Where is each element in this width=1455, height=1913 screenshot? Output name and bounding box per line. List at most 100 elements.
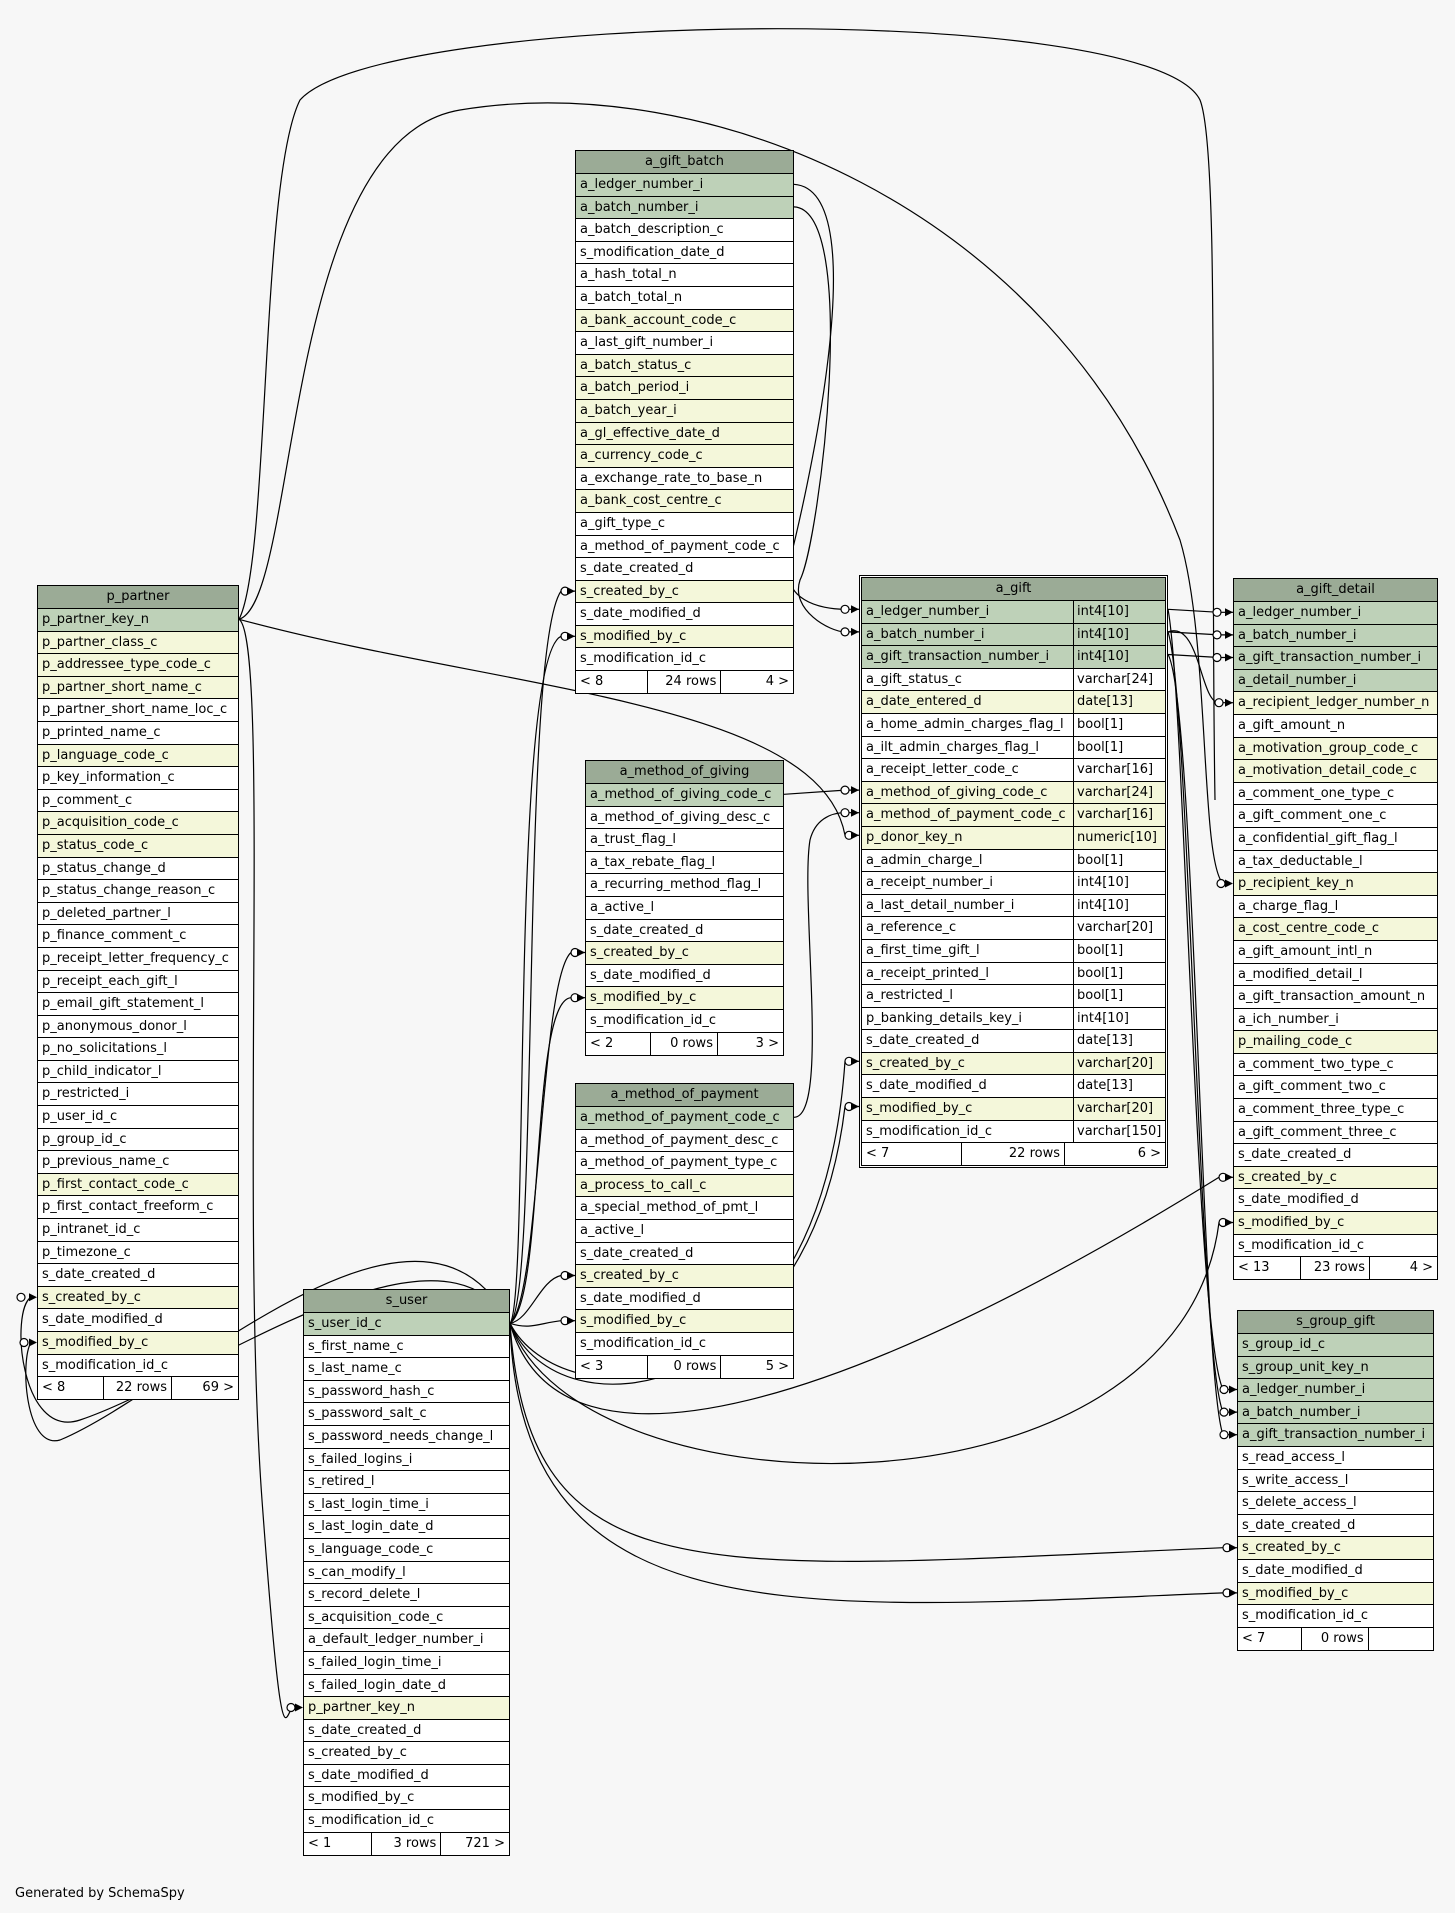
column-row[interactable]: a_method_of_payment_type_c — [576, 1152, 793, 1175]
column-row[interactable]: p_comment_c — [38, 790, 238, 813]
column-row[interactable]: s_date_modified_d — [304, 1765, 509, 1788]
column-row[interactable]: a_special_method_of_pmt_l — [576, 1197, 793, 1220]
column-row[interactable]: s_write_access_l — [1238, 1470, 1433, 1493]
column-row[interactable]: p_deleted_partner_l — [38, 903, 238, 926]
column-row[interactable]: p_intranet_id_c — [38, 1219, 238, 1242]
children-count[interactable]: 3 > — [755, 1035, 779, 1051]
column-row[interactable]: s_modified_by_c — [576, 1310, 793, 1333]
column-row[interactable]: p_group_id_c — [38, 1129, 238, 1152]
table-title[interactable]: s_user — [304, 1290, 509, 1313]
table-title[interactable]: a_gift — [862, 578, 1165, 601]
column-row[interactable]: s_last_login_time_i — [304, 1494, 509, 1517]
column-row[interactable]: s_read_access_l — [1238, 1447, 1433, 1470]
column-row[interactable]: s_modified_by_c — [1238, 1582, 1433, 1606]
parents-count[interactable]: < 13 — [1234, 1257, 1301, 1280]
column-row[interactable]: s_retired_l — [304, 1471, 509, 1494]
column-row[interactable]: p_first_contact_code_c — [38, 1173, 238, 1197]
column-row[interactable]: s_created_by_c — [1234, 1166, 1437, 1190]
column-row[interactable]: a_gift_comment_two_c — [1234, 1076, 1437, 1100]
column-row[interactable]: a_modified_detail_l — [1234, 964, 1437, 987]
column-row[interactable]: s_password_hash_c — [304, 1381, 509, 1404]
column-row[interactable]: p_status_change_reason_c — [38, 880, 238, 903]
row-count[interactable]: 23 rows — [1301, 1257, 1370, 1280]
parents-count[interactable]: < 8 — [38, 1377, 104, 1400]
row-count[interactable]: 22 rows — [962, 1143, 1065, 1166]
column-row[interactable]: s_created_by_c — [586, 942, 783, 965]
column-row[interactable]: a_exchange_rate_to_base_n — [576, 468, 793, 491]
column-row[interactable]: p_email_gift_statement_l — [38, 993, 238, 1016]
column-row[interactable]: s_date_created_d — [576, 1243, 793, 1266]
column-row[interactable]: s_can_modify_l — [304, 1562, 509, 1585]
column-row[interactable]: s_created_by_c — [1238, 1537, 1433, 1560]
column-row[interactable]: s_user_id_c — [304, 1313, 509, 1336]
column-row[interactable]: a_hash_total_n — [576, 264, 793, 287]
column-row[interactable]: p_previous_name_c — [38, 1151, 238, 1174]
column-row[interactable]: p_partner_short_name_loc_c — [38, 699, 238, 722]
column-row[interactable]: a_motivation_detail_code_c — [1234, 760, 1437, 783]
table-title[interactable]: a_gift_detail — [1234, 579, 1437, 602]
children-count[interactable]: 5 > — [765, 1358, 789, 1374]
column-row[interactable]: s_created_by_c — [576, 580, 793, 604]
column-row[interactable]: s_modification_id_c — [576, 1333, 793, 1356]
table-title[interactable]: a_gift_batch — [576, 151, 793, 174]
column-row[interactable]: s_date_modified_d — [576, 603, 793, 626]
column-row[interactable]: a_currency_code_c — [576, 445, 793, 468]
column-row[interactable]: p_restricted_i — [38, 1083, 238, 1107]
column-row[interactable]: s_date_created_d — [586, 920, 783, 943]
parents-count[interactable]: < 2 — [586, 1032, 651, 1055]
column-row[interactable]: a_batch_number_i — [1234, 624, 1437, 648]
row-count[interactable]: 22 rows — [104, 1377, 172, 1400]
column-row[interactable]: a_motivation_group_code_c — [1234, 737, 1437, 761]
column-row[interactable]: a_method_of_giving_code_c — [586, 784, 783, 807]
column-row[interactable]: s_date_created_d — [1238, 1515, 1433, 1538]
parents-count[interactable]: < 7 — [1238, 1627, 1303, 1650]
column-row[interactable]: a_comment_one_type_c — [1234, 783, 1437, 806]
column-row[interactable]: p_status_change_d — [38, 858, 238, 881]
column-row[interactable]: a_tax_rebate_flag_l — [586, 852, 783, 875]
column-row[interactable]: s_created_by_c — [576, 1265, 793, 1288]
column-row[interactable]: s_modified_by_c — [576, 625, 793, 649]
column-row[interactable]: a_confidential_gift_flag_l — [1234, 828, 1437, 851]
column-row[interactable]: s_modification_id_c — [1238, 1605, 1433, 1628]
column-row[interactable]: s_modification_id_c — [304, 1810, 509, 1833]
column-row[interactable]: a_gift_transaction_amount_n — [1234, 986, 1437, 1009]
column-row[interactable]: a_gift_transaction_number_i — [1238, 1424, 1433, 1447]
column-row[interactable]: s_modified_by_c — [586, 987, 783, 1010]
parents-count[interactable]: < 7 — [862, 1143, 962, 1166]
column-row[interactable]: s_language_code_c — [304, 1539, 509, 1562]
column-row[interactable]: a_batch_description_c — [576, 219, 793, 242]
children-count[interactable]: 69 > — [202, 1380, 234, 1396]
column-row[interactable]: s_first_name_c — [304, 1336, 509, 1359]
column-row[interactable]: s_created_by_c — [38, 1286, 238, 1310]
column-row[interactable]: a_method_of_payment_code_c — [576, 536, 793, 559]
column-row[interactable]: s_date_modified_d — [38, 1309, 238, 1332]
table-title[interactable]: p_partner — [38, 586, 238, 609]
table-title[interactable]: a_method_of_payment — [576, 1084, 793, 1107]
column-row[interactable]: s_modification_id_c — [586, 1010, 783, 1033]
column-row[interactable]: p_status_code_c — [38, 834, 238, 858]
column-row[interactable]: a_active_l — [586, 897, 783, 920]
column-row[interactable]: a_last_gift_number_i — [576, 332, 793, 355]
column-row[interactable]: s_date_created_d — [1234, 1144, 1437, 1167]
column-row[interactable]: p_language_code_c — [38, 744, 238, 768]
row-count[interactable]: 0 rows — [648, 1355, 722, 1378]
column-row[interactable]: s_date_modified_d — [1238, 1560, 1433, 1583]
column-row[interactable]: s_last_name_c — [304, 1358, 509, 1381]
